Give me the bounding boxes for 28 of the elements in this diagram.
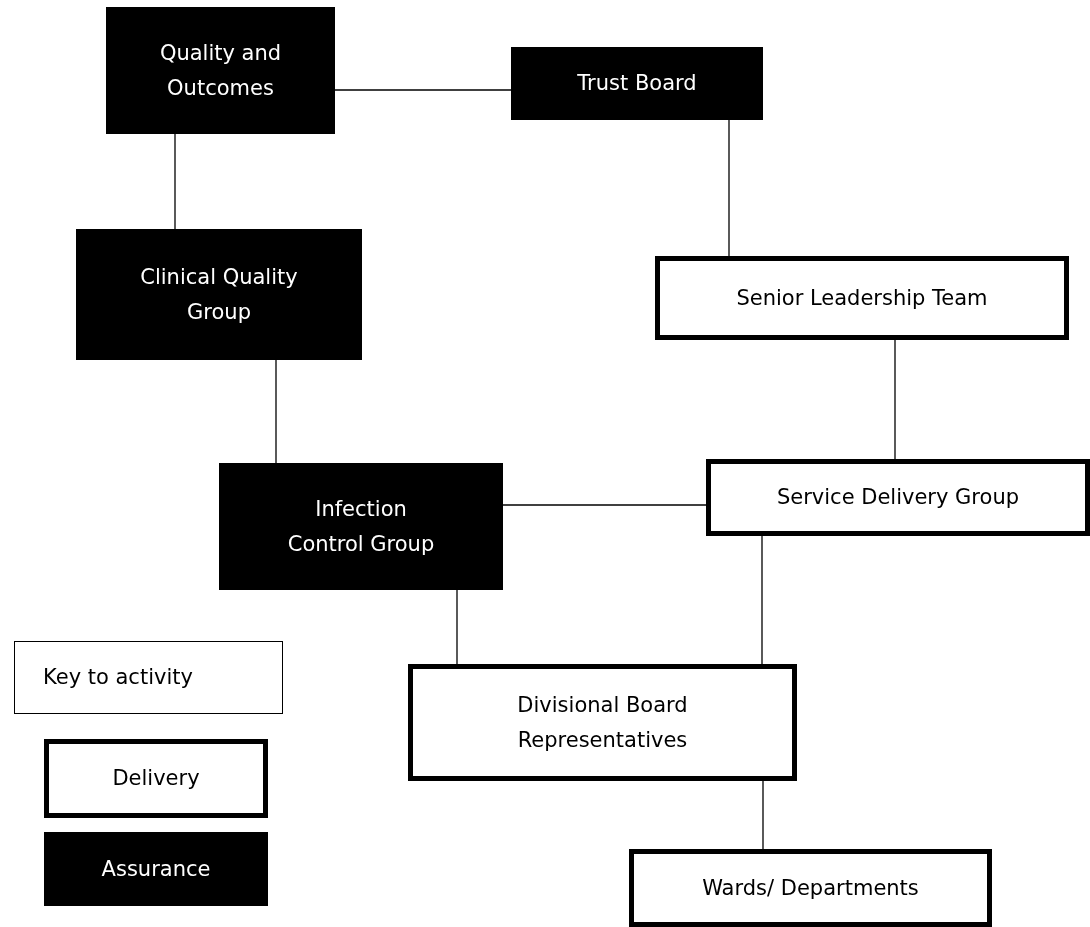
node-label: Infection Control Group <box>286 495 436 558</box>
node-label: Service Delivery Group <box>776 484 1020 512</box>
connector-line <box>174 133 176 230</box>
assurance-box <box>106 7 335 134</box>
node-label: Senior Leadership Team <box>736 284 988 312</box>
assurance-box <box>76 229 362 360</box>
connector-line <box>502 504 707 506</box>
node-label: Wards/ Departments <box>702 874 919 902</box>
connector-line <box>275 359 277 464</box>
delivery-box <box>655 256 1069 340</box>
legend-text: Assurance <box>101 855 211 883</box>
assurance-box <box>219 463 503 590</box>
key-heading: Key to activity <box>14 641 283 714</box>
delivery-box <box>629 849 992 927</box>
delivery-box <box>706 459 1090 536</box>
legend-text: Delivery <box>112 765 200 793</box>
node-label: Quality and Outcomes <box>158 39 283 102</box>
connector-line <box>762 780 764 850</box>
connector-line <box>334 89 512 91</box>
connector-line <box>728 119 730 257</box>
node-label: Divisional Board Representatives <box>516 691 689 754</box>
assurance-box <box>511 47 763 120</box>
connector-line <box>894 339 896 460</box>
node-label: Clinical Quality Group <box>139 263 299 326</box>
connector-line <box>456 589 458 665</box>
node-label: Trust Board <box>577 70 697 98</box>
delivery-box <box>408 664 797 781</box>
connector-line <box>761 535 763 665</box>
